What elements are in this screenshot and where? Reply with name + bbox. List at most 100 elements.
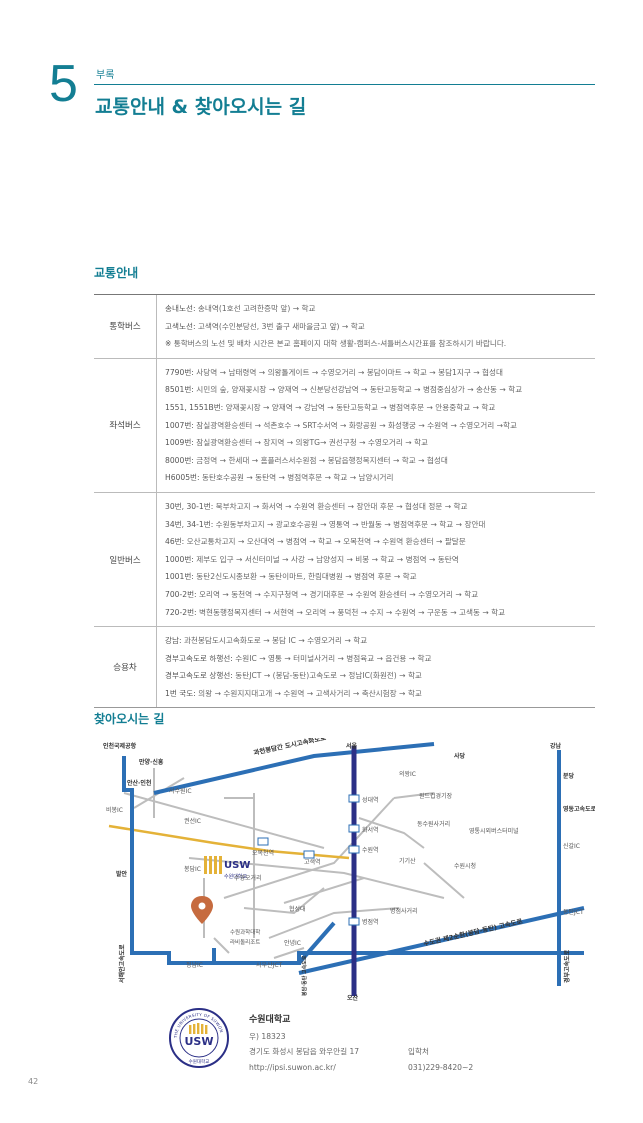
route-head: 1007번: [165, 420, 194, 430]
map-label: 강남 [550, 742, 562, 750]
route-line: 고색노선: 고색역(수인분당선, 3번 출구 새마을금고 앞) → 학교 [165, 318, 595, 336]
route-text: 수원동부차고지 → 광교호수공원 → 영통역 → 반월동 → 병점역후문 → 학… [213, 519, 486, 529]
route-line: 1007번: 잠실광역환승센터 → 석촌호수 → SRT수서역 → 화랑공원 →… [165, 417, 595, 435]
station-marker [303, 850, 315, 859]
row-content: 강남: 과천봉담도시고속화도로 → 봉담 IC → 수영오거리 → 학교 경부고… [157, 627, 595, 707]
map-label: 인천국제공항 [103, 742, 137, 750]
route-text: 잠실광역환승센터 → 석촌호수 → SRT수서역 → 화랑공원 → 화성행궁 →… [193, 420, 517, 430]
route-head: 46번: [165, 537, 185, 547]
route-line: ※ 통학버스의 노선 및 배차 시간은 본교 홈페이지 대학 생활-캠퍼스-셔틀… [165, 335, 595, 353]
route-head: 30번, 30-1번: [165, 501, 214, 511]
route-head: 8000번: [165, 455, 194, 465]
route-line: 700-2번: 오리역 → 동천역 → 수지구청역 → 경기대후문 → 수원역 … [165, 586, 595, 604]
page-title: 교통안내 & 찾아오시는 길 [95, 96, 307, 118]
seal-text: USW [185, 1035, 214, 1048]
map-label: 봉담IC [184, 865, 201, 873]
route-head: H6005번: [165, 473, 200, 483]
map-usw-sub: 수원대학교 [224, 873, 247, 880]
route-head: 700-2번: [165, 589, 197, 599]
route-head: 경부고속도로 하행선: [165, 653, 233, 663]
route-line: 1번 국도: 의왕 → 수원지지대고개 → 수원역 → 고색사거리 → 축산시험… [165, 685, 595, 703]
route-line: 8000번: 금정역 → 한세대 → 홈플러스서수원점 → 봉담읍행정복지센터 … [165, 452, 595, 470]
route-text: 동탄JCT → (봉담-동탄)고속도로 → 정남IC(화원전) → 학교 [232, 671, 422, 681]
station-marker [348, 824, 360, 833]
map-label: 동탄JCT [563, 908, 584, 916]
route-head: 1번 국도: [165, 688, 196, 698]
row-category: 좌석버스 [94, 358, 157, 492]
usw-mini-logo: USW 수원대학교 [204, 856, 250, 880]
minor-road [393, 792, 435, 799]
map-label: 비봉IC [106, 806, 123, 814]
route-text: 송내역(1호선 고려한증막 앞) → 학교 [195, 304, 316, 313]
route-text: 벽현동행정복지센터 → 서현역 → 오리역 → 풍덕천 → 수지 → 수원역 →… [196, 607, 506, 617]
route-map: USW 수원대학교 인천국제공항 만양·신흥 안산·인천 서수원IC 비봉IC … [103, 738, 595, 1002]
location-pin-icon [191, 896, 213, 924]
map-label: 동수원사거리 [417, 820, 450, 828]
map-label: 서수원IC [169, 787, 192, 795]
minor-road [123, 792, 325, 849]
route-text: 수원IC → 영통 → 터미널사거리 → 병점육교 → 읍건용 → 학교 [232, 653, 432, 663]
route-head: 1009번: [165, 438, 194, 448]
chapter-rule [94, 84, 595, 85]
route-line: 46번: 오산교통차고지 → 오산대역 → 병점역 → 학교 → 오목천역 → … [165, 533, 595, 551]
minor-road [358, 817, 425, 849]
transport-section-title: 교통안내 [94, 266, 139, 280]
route-line: 1000번: 제부도 입구 → 서신터미널 → 사강 → 남양성지 → 비봉 →… [165, 551, 595, 569]
route-line: 경부고속도로 상행선: 동탄JCT → (봉담-동탄)고속도로 → 정남IC(화… [165, 667, 595, 685]
row-category: 승용차 [94, 627, 157, 708]
contact-address: 경기도 화성시 봉담읍 와우안길 17 [249, 1047, 360, 1057]
route-head: 8501번: [165, 385, 194, 395]
contact-phone: 031)229-8420~2 [408, 1062, 474, 1072]
minor-road [283, 877, 365, 904]
minor-road [188, 857, 445, 899]
route-head: 1001번: [165, 572, 194, 582]
map-label: 수원역 [362, 846, 379, 854]
map-label: 성대역 [362, 796, 379, 804]
route-line: 1001번: 동탄2신도시종보환 → 동탄이마트, 한림대병원 → 병점역 후문… [165, 568, 595, 586]
station-marker [348, 845, 360, 854]
map-label: 서해안고속도로 [118, 944, 126, 983]
map-label: 발안 [116, 870, 128, 878]
contact-url[interactable]: http://ipsi.suwon.ac.kr/ [249, 1062, 336, 1072]
route-text: 오산교통차고지 → 오산대역 → 병점역 → 학교 → 오목천역 → 수원역 환… [184, 537, 466, 547]
route-line: 34번, 34-1번: 수원동부차고지 → 광교호수공원 → 영통역 → 반월동… [165, 516, 595, 534]
map-label: 협성대 [289, 905, 306, 913]
minor-roads [123, 768, 465, 959]
map-label: 봉담·동탄 고속도로 [301, 955, 308, 996]
minor-road [223, 797, 395, 899]
map-label: 분당 [563, 772, 575, 780]
route-text: 금정역 → 한세대 → 홈플러스서수원점 → 봉담읍행정복지센터 → 학교 → … [193, 455, 448, 465]
row-content: 30번, 30-1번: 북부차고지 → 화서역 → 수원역 환승센터 → 장안대… [157, 493, 595, 626]
route-text: 잠실광역환승센터 → 장지역 → 의왕TG→ 권선구청 → 수영오거리 → 학교 [193, 438, 429, 448]
contact-name: 수원대학교 [249, 1015, 291, 1025]
route-line: H6005번: 동탄호수공원 → 동탄역 → 병점역후문 → 학교 → 남양시거… [165, 469, 595, 487]
route-head: 1551, 1551B번: [165, 402, 224, 412]
route-line: 7790번: 사당역 → 남태령역 → 의왕톨게이트 → 수영오거리 → 봉담이… [165, 364, 595, 382]
map-label: 병점사거리 [390, 907, 418, 915]
map-label: 권선IC [184, 817, 201, 825]
map-label: 안녕IC [284, 939, 301, 947]
seal-bars [189, 1023, 208, 1034]
route-head: 1000번: [165, 554, 194, 564]
map-label: 고색역 [304, 858, 321, 866]
route-line: 30번, 30-1번: 북부차고지 → 화서역 → 수원역 환승센터 → 장안대… [165, 498, 595, 516]
table-row: 일반버스 30번, 30-1번: 북부차고지 → 화서역 → 수원역 환승센터 … [94, 492, 595, 628]
highway-gwacheon [153, 742, 435, 795]
minor-road [268, 907, 400, 939]
map-label: 의왕IC [399, 770, 416, 778]
minor-road [273, 947, 305, 959]
map-label: 경부고속도로 [563, 949, 571, 983]
station-markers [257, 794, 360, 926]
station-marker [348, 917, 360, 926]
contact-zip: 우) 18323 [249, 1031, 286, 1041]
chapter-subtitle: 부록 [96, 70, 115, 81]
map-label: 수영오거리 [234, 874, 262, 882]
contact-block: 수원대학교 우) 18323 경기도 화성시 봉담읍 와우안길 17 입학처 h… [249, 1013, 473, 1075]
map-label: 오산 [347, 994, 359, 1002]
page-number: 42 [28, 1077, 39, 1086]
row-category: 일반버스 [94, 492, 157, 627]
map-label: 수원과학대학 [230, 928, 260, 936]
map-label: 원드컵경기장 [419, 792, 453, 800]
highway-ring2 [298, 906, 585, 975]
map-label: 기기산 [399, 857, 416, 865]
